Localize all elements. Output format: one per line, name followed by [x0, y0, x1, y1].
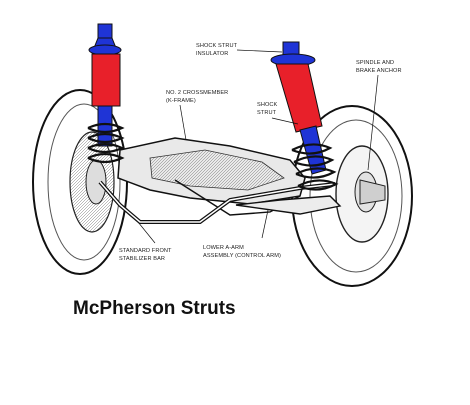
diagram-caption: McPherson Struts — [73, 298, 236, 319]
label-spindle-brake-anchor: SPINDLE AND BRAKE ANCHOR — [356, 60, 402, 74]
lower-a-arm — [235, 195, 342, 215]
left-strut — [87, 23, 125, 164]
label-lower-a-arm: LOWER A-ARM ASSEMBLY (CONTROL ARM) — [203, 245, 281, 259]
label-crossmember: NO. 2 CROSSMEMBER (K-FRAME) — [166, 90, 230, 104]
right-strut — [270, 41, 339, 191]
label-shock-strut-insulator: SHOCK STRUT INSULATOR — [196, 43, 239, 57]
left-wheel — [32, 89, 128, 275]
label-stabilizer-bar: STANDARD FRONT STABILIZER BAR — [119, 248, 173, 262]
crossmember-k-frame — [117, 137, 306, 216]
leader-lines — [137, 49, 379, 244]
label-shock-strut: SHOCK STRUT — [257, 102, 279, 116]
